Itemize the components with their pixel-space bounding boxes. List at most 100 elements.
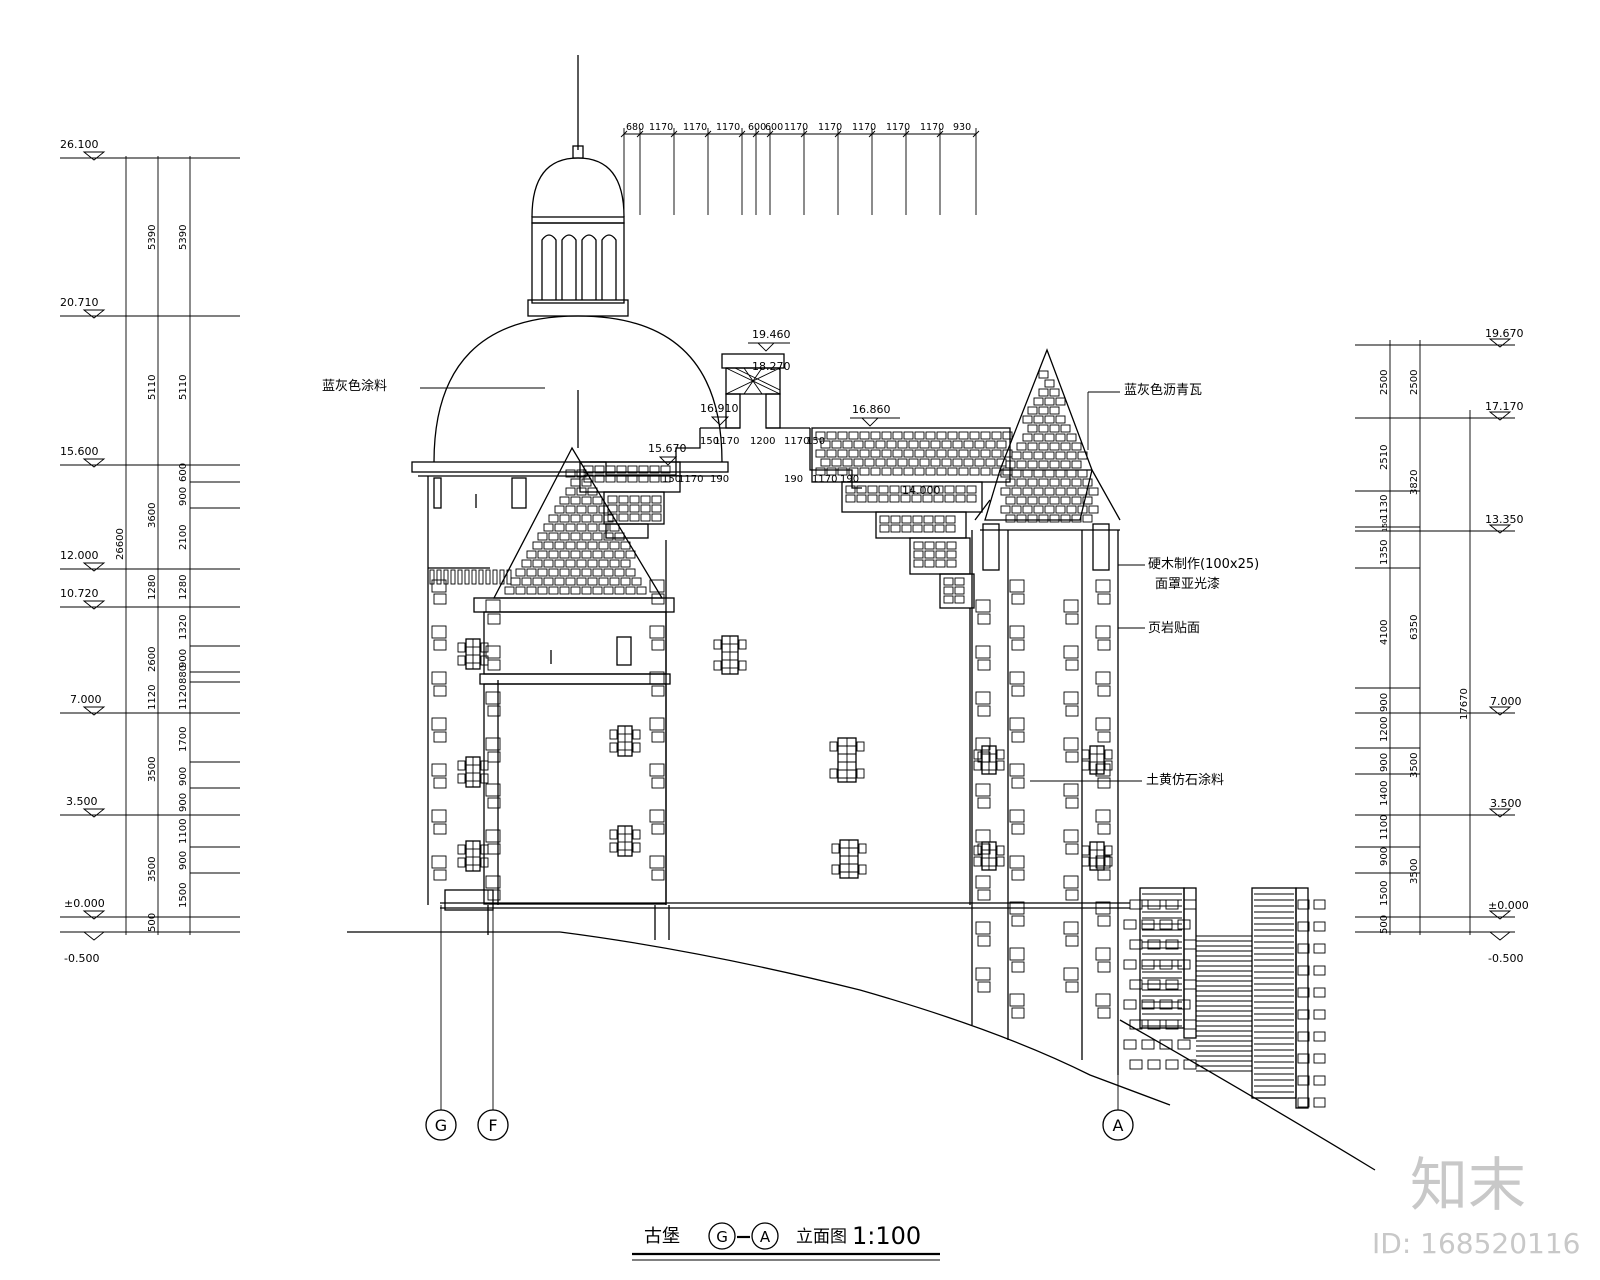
dim-text: 1120: [147, 685, 158, 710]
note-dome-paint: 蓝灰色涂料: [322, 378, 387, 394]
left-elevation-label: 3.500: [66, 795, 98, 808]
left-elevation-label: 15.600: [60, 445, 99, 458]
dim-text: 190: [840, 474, 859, 485]
material-notes: 蓝灰色涂料 蓝灰色沥青瓦 硬木制作(100x25) 面罩亚光漆 页岩贴面 土黄仿…: [322, 378, 1259, 788]
dim-text: 1170: [716, 122, 740, 133]
dim-text: 1400: [1379, 781, 1390, 806]
left-elevation-label: 10.720: [60, 587, 99, 600]
dim-text: 900: [1379, 847, 1390, 866]
title-name: 古堡: [644, 1226, 680, 1247]
title-axis-to: A: [760, 1228, 771, 1246]
dim-text: 190: [784, 474, 803, 485]
axis-bubble-a: [1102, 1109, 1134, 1141]
roof-level-labels: 19.460 18.270 16.910 16.860 15.670 14.00…: [648, 328, 941, 497]
dim-text: 900: [178, 487, 189, 506]
dim-text: 1700: [178, 727, 189, 752]
roof-level-label: 16.860: [852, 403, 891, 416]
dim-text: 3600: [147, 503, 158, 528]
dim-text: 1200: [750, 436, 775, 447]
dim-text: 880: [178, 665, 189, 684]
watermark: 知末 ID: 168520116: [1372, 1151, 1580, 1260]
dim-text: 1200: [1379, 717, 1390, 742]
title-scale: 1:100: [852, 1222, 921, 1250]
dim-text: 1350: [1379, 540, 1390, 565]
main-body: [579, 353, 1013, 905]
dim-text: 3500: [1409, 859, 1420, 884]
left-elevation-label: 12.000: [60, 549, 99, 562]
dim-text: 5110: [147, 375, 158, 400]
ground-line: [347, 902, 1376, 1171]
roof-level-label: 16.910: [700, 402, 739, 415]
dim-text: 2500: [1409, 370, 1420, 395]
windows: [457, 635, 1113, 879]
dim-text: 150: [806, 436, 825, 447]
dim-text: 900: [178, 767, 189, 786]
axis-bubble-g: [425, 1109, 457, 1141]
roof-level-label: 14.000: [902, 484, 941, 497]
dim-text: 1170: [852, 122, 876, 133]
left-dimension-texts: 26600 5390 5110 3600 1280 2600 1120 3500…: [115, 225, 189, 932]
note-wall-coating: 土黄仿石涂料: [1146, 772, 1224, 788]
dim-text: 600: [178, 463, 189, 482]
dim-text: 680: [626, 122, 644, 133]
watermark-id: ID: 168520116: [1372, 1227, 1580, 1260]
dim-text: 1100: [1379, 815, 1390, 840]
right-elevation-label: 19.670: [1485, 327, 1524, 340]
right-elevation-label: 7.000: [1490, 695, 1522, 708]
left-dimension-chain: [60, 151, 240, 941]
dim-text: 1280: [147, 575, 158, 600]
dim-text: 1170: [886, 122, 910, 133]
dim-text: 900: [1379, 693, 1390, 712]
dim-text: 1170: [714, 436, 739, 447]
dim-text: 600: [748, 122, 766, 133]
dim-text: 1170: [812, 474, 837, 485]
dim-text: 6350: [1409, 615, 1420, 640]
dim-text: 150: [700, 436, 719, 447]
dim-text: 3500: [147, 757, 158, 782]
right-elevation-label: ±0.000: [1488, 899, 1529, 912]
dim-text: 2600: [147, 647, 158, 672]
dim-text: 5390: [178, 225, 189, 250]
dim-text: 900: [178, 851, 189, 870]
note-hardwood: 硬木制作(100x25): [1148, 557, 1259, 572]
dim-text: 1170: [683, 122, 707, 133]
dim-text: 1500: [178, 883, 189, 908]
dim-text: 1170: [818, 122, 842, 133]
right-elevation-label: 13.350: [1485, 513, 1524, 526]
dim-text: 2100: [178, 525, 189, 550]
dim-text: 1170: [784, 122, 808, 133]
dim-text: 1100: [178, 819, 189, 844]
axis-label: A: [1113, 1116, 1124, 1135]
title-axis-from: G: [716, 1228, 728, 1246]
dim-text: 3820: [1409, 470, 1420, 495]
dim-text: 1170: [678, 474, 703, 485]
title-view: 立面图: [796, 1227, 847, 1247]
front-round-tower: [444, 390, 675, 940]
dim-text: 3500: [1409, 753, 1420, 778]
dim-text: 930: [953, 122, 971, 133]
left-total-dim: 26600: [115, 528, 126, 560]
dim-text: 190: [710, 474, 729, 485]
left-elevation-label: 7.000: [70, 693, 102, 706]
left-elevation-label: 26.100: [60, 138, 99, 151]
dim-text: 1170: [920, 122, 944, 133]
drawing-title: 古堡 G A 立面图 1:100: [632, 1222, 940, 1261]
dome-tower: [411, 55, 729, 905]
axis-label: F: [488, 1116, 497, 1135]
axis-markers: G F A: [425, 905, 1134, 1141]
dim-text: 2510: [1379, 445, 1390, 470]
dim-text: 1120: [178, 685, 189, 710]
dim-text: 4100: [1379, 620, 1390, 645]
right-elevation-labels: 19.670 17.170 13.350 7.000 3.500 ±0.000 …: [1485, 327, 1529, 965]
dim-text: 1170: [784, 436, 809, 447]
dim-text: 150: [662, 474, 681, 485]
left-elevation-label: ±0.000: [64, 897, 105, 910]
dim-text: 5110: [178, 375, 189, 400]
dim-text: 5390: [147, 225, 158, 250]
roof-dimension-texts: 150 1170 1200 1170 150 150 1170 190 190 …: [662, 436, 859, 485]
dim-text: 500: [1379, 915, 1390, 934]
dim-text: 900: [178, 793, 189, 812]
dim-text: 600: [765, 122, 783, 133]
axis-label: G: [435, 1116, 447, 1135]
